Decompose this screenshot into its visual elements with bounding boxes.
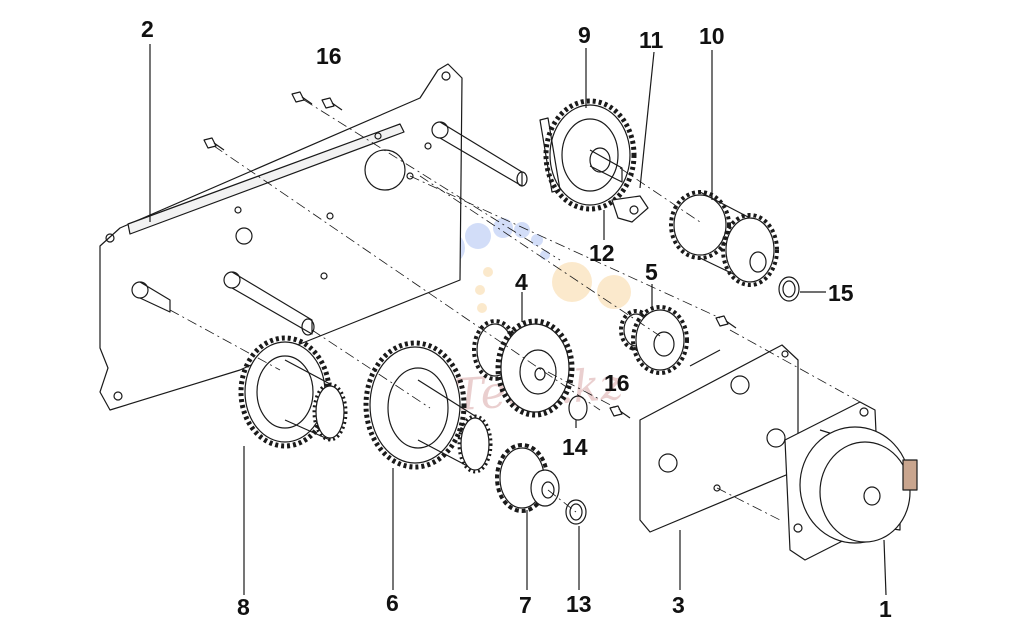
side-plate (99, 63, 463, 411)
callout-1: 1 (879, 596, 892, 622)
screw-16-b (321, 97, 343, 111)
callout-15: 15 (828, 280, 854, 306)
callout-14: 14 (562, 434, 588, 460)
callout-12: 12 (589, 240, 615, 266)
callout-5: 5 (645, 259, 658, 285)
ring-15 (778, 276, 800, 302)
leader-lines (149, 44, 887, 596)
shaft-middle (223, 271, 315, 336)
part-11-bracket (539, 117, 561, 193)
shaft-left (131, 281, 171, 313)
gear-6 (363, 340, 493, 474)
shaft-upper (431, 121, 528, 187)
assembly-axes (169, 99, 861, 521)
callout-4: 4 (515, 269, 528, 295)
gear-4 (472, 318, 575, 418)
callout-16-top: 16 (316, 43, 342, 69)
pinion-10 (669, 190, 779, 287)
callout-8: 8 (237, 594, 250, 620)
callout-10: 10 (699, 23, 725, 49)
callout-16-mid: 16 (604, 370, 630, 396)
screw-16-e (609, 405, 631, 419)
screw-16-d (715, 315, 737, 329)
gear-9 (543, 98, 637, 212)
callout-2: 2 (141, 16, 154, 42)
callout-9: 9 (578, 22, 591, 48)
callout-3: 3 (672, 592, 685, 618)
gear-7 (495, 443, 560, 513)
callout-7: 7 (519, 592, 532, 618)
motor (784, 401, 918, 561)
washer-14 (568, 395, 588, 421)
part-12-clip (611, 195, 649, 223)
callout-6: 6 (386, 590, 399, 616)
gear-8 (238, 335, 348, 449)
callout-13: 13 (566, 591, 592, 617)
callout-11: 11 (639, 27, 664, 53)
screw-16-c (203, 137, 225, 151)
washer-13 (565, 499, 587, 525)
screw-16-a (291, 91, 313, 105)
gear-5 (619, 305, 689, 375)
